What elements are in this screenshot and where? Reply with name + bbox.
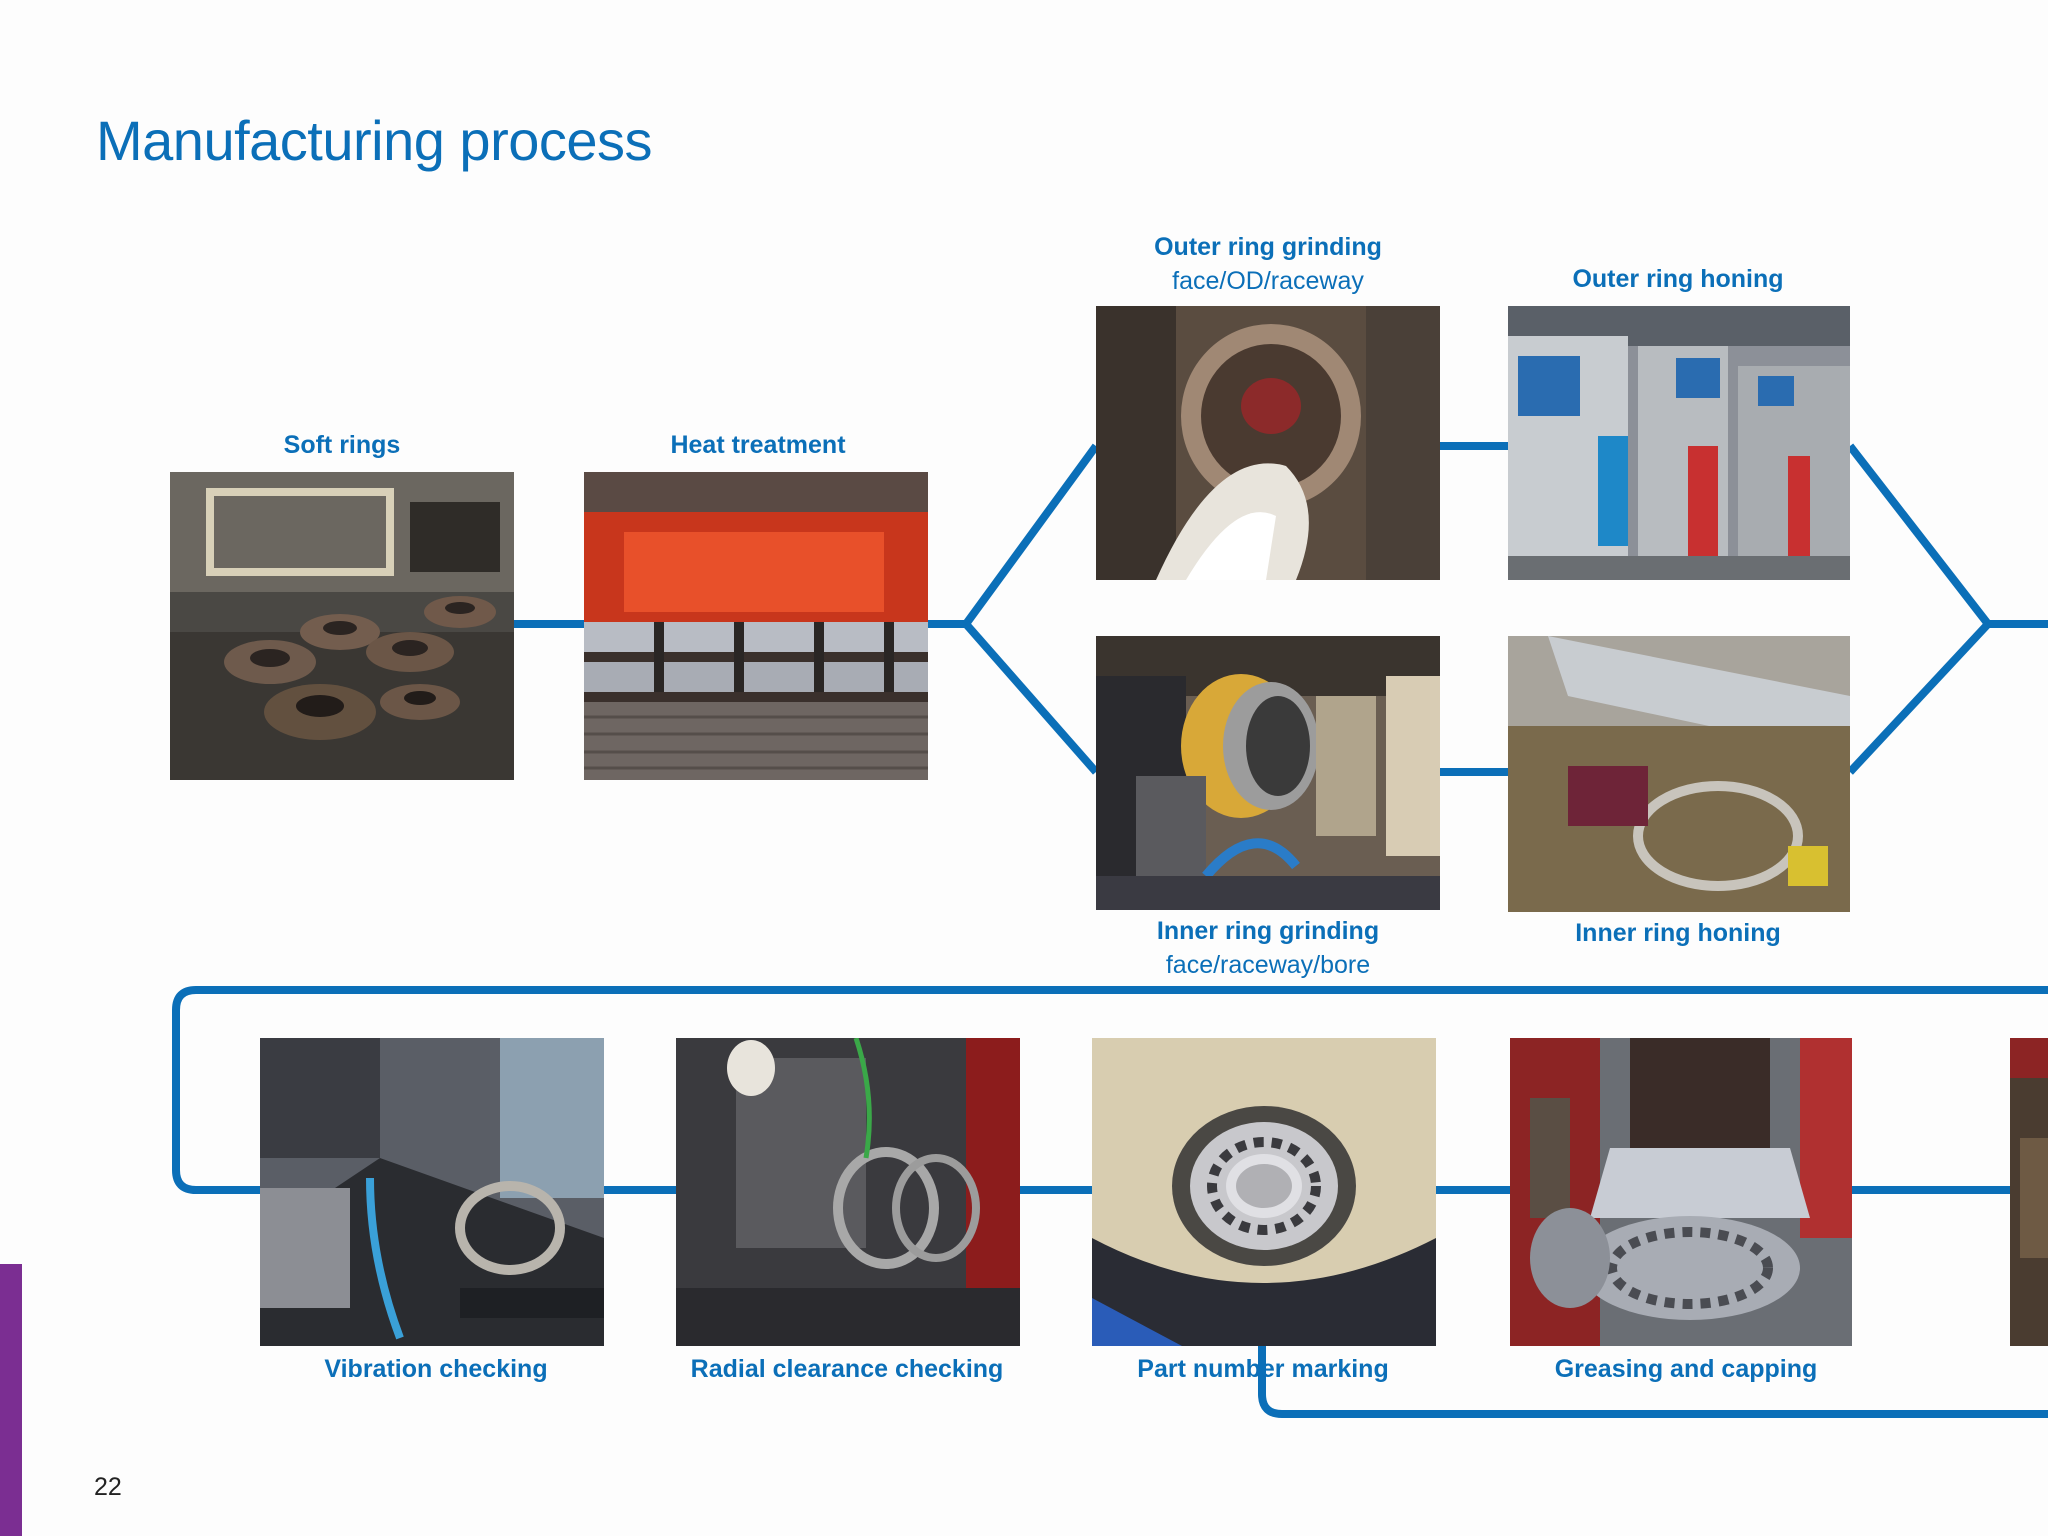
connector-lower-loop [1258, 1346, 2048, 1418]
connector-split-to-inner [962, 621, 1100, 775]
step-sub-outer-ring-grinding: face/OD/raceway [1172, 267, 1364, 295]
step-label-outer-ring-honing: Outer ring honing [1572, 265, 1784, 293]
inner-ring-honing-photo [1508, 636, 1850, 912]
part-number-marking-photo [1092, 1038, 1436, 1346]
step-label-part-number-marking: Part number marking [1137, 1355, 1389, 1383]
section-side-bar [0, 1264, 22, 1536]
next-step-photo-partial [2010, 1038, 2048, 1346]
radial-clearance-checking-photo [676, 1038, 1020, 1346]
page-title: Manufacturing process [96, 109, 653, 172]
heat-treatment-photo [584, 472, 928, 780]
step-label-soft-rings: Soft rings [283, 431, 401, 459]
step-label-vibration-checking: Vibration checking [324, 1355, 548, 1383]
greasing-and-capping-photo [1510, 1038, 1852, 1346]
step-sub-inner-ring-grinding: face/raceway/bore [1165, 951, 1371, 979]
connector-outer-hone-merge [1846, 443, 1992, 627]
outer-ring-grinding-photo [1096, 306, 1440, 580]
step-label-outer-ring-grinding: Outer ring grinding [1154, 233, 1382, 261]
page-number: 22 [94, 1473, 122, 1501]
inner-ring-grinding-photo [1096, 636, 1440, 910]
connector-inner-hone-merge [1847, 621, 1991, 775]
step-label-radial-clearance-checking: Radial clearance checking [690, 1355, 1004, 1383]
step-label-greasing-and-capping: Greasing and capping [1554, 1355, 1818, 1383]
connector-return-loop [172, 986, 2048, 1194]
outer-ring-honing-photo [1508, 306, 1850, 580]
connector-split-to-outer [962, 443, 1100, 627]
step-label-heat-treatment: Heat treatment [670, 431, 846, 459]
vibration-checking-photo [260, 1038, 604, 1346]
step-label-inner-ring-grinding: Inner ring grinding [1156, 917, 1380, 945]
step-label-inner-ring-honing: Inner ring honing [1575, 919, 1781, 947]
soft-rings-photo [170, 472, 514, 780]
